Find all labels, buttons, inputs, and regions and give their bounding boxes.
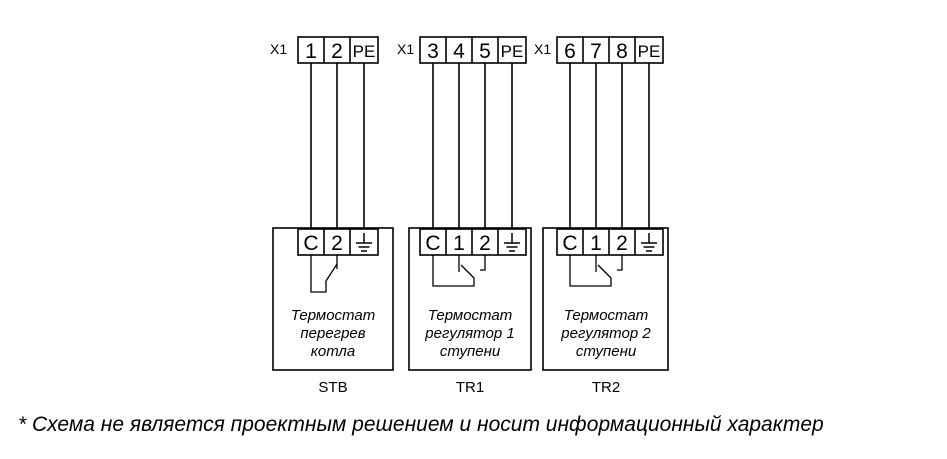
device-description-line-3: котла	[311, 343, 355, 360]
device-pin-c: C	[562, 232, 577, 255]
switch-contact-icon	[432, 255, 486, 287]
terminal-block-label: X1	[397, 41, 414, 57]
device-pin-c: C	[425, 232, 440, 255]
device-description-line-3: ступени	[440, 343, 501, 360]
terminal-pin-2: 2	[331, 40, 343, 63]
terminal-pin-3: 3	[427, 40, 439, 63]
terminal-block-x1-group-2: X1 3 4 5 PE	[397, 36, 527, 64]
terminal-block-label: X1	[270, 41, 287, 57]
device-pin-1: 1	[453, 232, 465, 255]
device-pin-c: C	[303, 232, 318, 255]
terminal-pin-pe: PE	[501, 42, 524, 61]
switch-contact-icon	[569, 255, 623, 287]
device-description-line-1: Термостат	[564, 307, 648, 324]
device-housing	[408, 227, 532, 371]
wires	[310, 63, 650, 229]
terminal-pin-8: 8	[616, 40, 628, 63]
device-tr2: C 1 2 Термостат регулятор 2 ступени TR2	[542, 227, 669, 396]
device-code-label: STB	[318, 379, 347, 396]
device-housing	[272, 227, 394, 371]
device-description-line-3: ступени	[576, 343, 637, 360]
device-pin-1: 1	[590, 232, 602, 255]
device-stb: C 2 Термостат перегрев котла STB	[272, 227, 394, 396]
switch-contact-icon	[310, 255, 338, 293]
terminal-block-x1-group-1: X1 1 2 PE	[270, 36, 379, 64]
device-pin-2: 2	[331, 232, 343, 255]
terminal-pin-4: 4	[453, 40, 465, 63]
device-pin-2: 2	[616, 232, 628, 255]
ground-icon	[356, 233, 372, 252]
terminal-block-label: X1	[534, 41, 551, 57]
terminal-pin-pe: PE	[353, 42, 376, 61]
terminal-block-x1-group-3: X1 6 7 8 PE	[534, 36, 664, 64]
terminal-pin-7: 7	[590, 40, 602, 63]
device-description-line-2: регулятор 2	[560, 325, 651, 342]
ground-icon	[641, 233, 657, 252]
device-pin-2: 2	[479, 232, 491, 255]
device-description-line-2: регулятор 1	[424, 325, 514, 342]
device-tr1: C 1 2 Термостат регулятор 1 ступени TR1	[408, 227, 532, 396]
terminal-pin-1: 1	[305, 40, 317, 63]
device-description-line-2: перегрев	[300, 325, 365, 342]
terminal-pin-pe: PE	[638, 42, 661, 61]
disclaimer-note: * Схема не является проектным решением и…	[18, 413, 824, 436]
terminal-pin-6: 6	[564, 40, 576, 63]
device-housing	[542, 227, 669, 371]
ground-icon	[504, 233, 520, 252]
device-description-line-1: Термостат	[291, 307, 375, 324]
device-code-label: TR2	[592, 379, 620, 396]
device-description-line-1: Термостат	[428, 307, 512, 324]
terminal-pin-5: 5	[479, 40, 491, 63]
device-code-label: TR1	[456, 379, 484, 396]
